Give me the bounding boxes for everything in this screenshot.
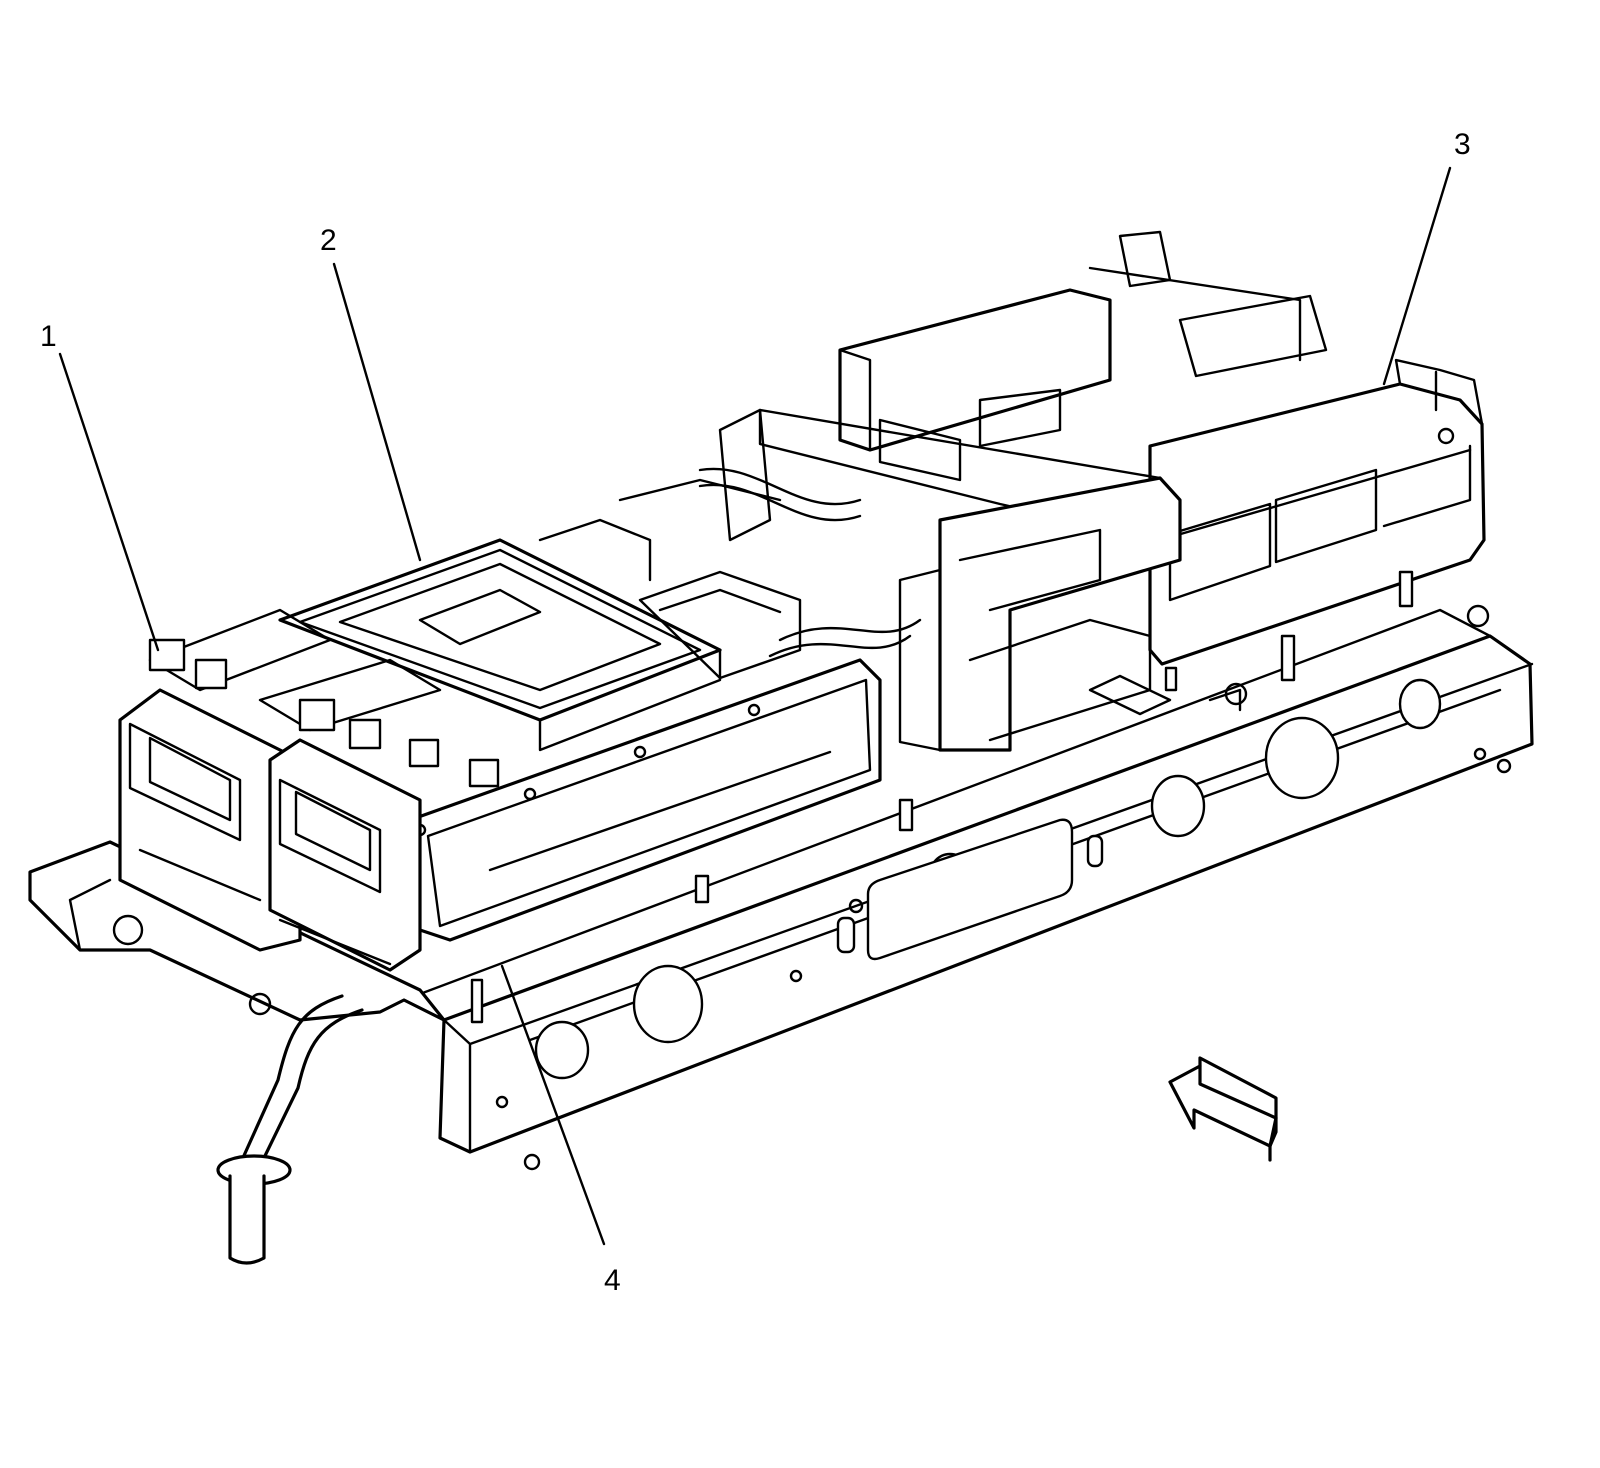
leader-line-2 <box>332 262 422 562</box>
rear-battery-section <box>1088 230 1486 666</box>
end-battery-section <box>118 608 500 972</box>
leader-line-1 <box>58 352 160 652</box>
vent-tube <box>216 994 364 1265</box>
front-battery-section <box>278 467 922 942</box>
mounting-studs <box>470 570 1490 1024</box>
view-direction-arrow-icon <box>1168 1056 1278 1162</box>
callout-2: 2 <box>320 224 337 257</box>
center-control-module <box>718 288 1242 752</box>
leader-lines <box>58 166 1452 1246</box>
callout-3: 3 <box>1454 128 1471 161</box>
callout-1: 1 <box>40 320 57 353</box>
leader-line-3 <box>1382 166 1452 386</box>
callout-4: 4 <box>604 1264 621 1297</box>
leader-line-4 <box>500 964 606 1246</box>
